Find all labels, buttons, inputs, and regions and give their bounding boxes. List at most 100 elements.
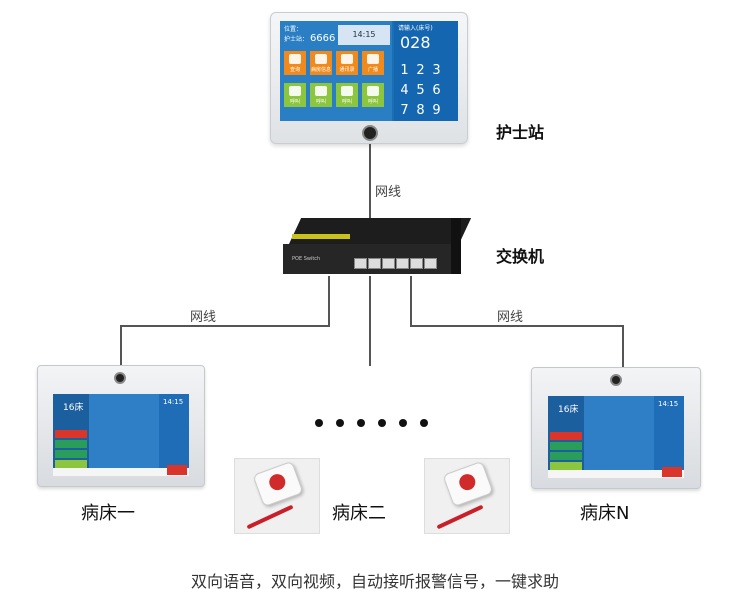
menu-item[interactable] — [550, 462, 582, 470]
phone-icon — [341, 54, 353, 64]
cable-label-top: 网线 — [375, 185, 402, 200]
cord-icon — [436, 504, 484, 530]
cable-left-horizontal — [120, 325, 330, 327]
menu-item[interactable] — [550, 452, 582, 460]
bed-screen-1: 16床 14:15 — [53, 394, 189, 476]
tile-label: 查询 — [289, 67, 300, 73]
tile-label: 呼叫 — [315, 99, 326, 105]
key-1[interactable]: 1 — [400, 63, 409, 78]
switch-port — [368, 258, 381, 269]
bed-screen-side: 14:15 — [654, 396, 684, 478]
key-2[interactable]: 2 — [416, 63, 425, 78]
tile-query[interactable]: 查询 — [284, 51, 306, 75]
cable-label-left: 网线 — [190, 310, 217, 325]
envelope-icon — [315, 54, 327, 64]
cable-right-bed — [622, 325, 624, 367]
bed-label-1: 病床一 — [81, 503, 135, 524]
menu-item[interactable] — [55, 430, 87, 438]
ellipsis-dot — [420, 419, 428, 427]
call-button[interactable] — [662, 467, 682, 477]
tile-label: 呼叫 — [341, 99, 352, 105]
cable-station-switch — [369, 144, 371, 220]
switch-side — [451, 218, 461, 274]
tile-call-1[interactable]: 呼叫 — [284, 83, 306, 107]
nurse-station-screen: 位置： 护士站： 6666 14:15 查询 病房信息 通讯录 广播 呼叫 呼叫… — [280, 21, 458, 121]
switch-label: 交换机 — [496, 247, 545, 266]
nurse-icon — [341, 86, 353, 96]
cable-left-bed — [120, 325, 122, 367]
key-5[interactable]: 5 — [416, 83, 425, 98]
alarm-button-icon — [457, 471, 478, 493]
network-switch — [283, 244, 451, 274]
key-3[interactable]: 3 — [432, 63, 441, 78]
bed-screen-n: 16床 14:15 — [548, 396, 684, 478]
info-line-1: 位置： — [284, 26, 303, 33]
bed-screen-footer — [548, 470, 684, 478]
call-button-device-2 — [424, 458, 510, 534]
cable-switch-left-down — [328, 276, 330, 326]
footer-caption: 双向语音，双向视频，自动接听报警信号，一键求助 — [190, 572, 559, 591]
switch-port — [382, 258, 395, 269]
key-4[interactable]: 4 — [400, 83, 409, 98]
tile-contacts[interactable]: 通讯录 — [336, 51, 358, 75]
nurse-station-label: 护士站 — [496, 123, 545, 142]
bed-label-2: 病床二 — [332, 503, 386, 524]
tile-label: 通讯录 — [339, 67, 355, 73]
switch-stripe — [292, 234, 350, 239]
bed-label-n: 病床N — [580, 503, 630, 524]
mail-icon — [289, 54, 301, 64]
menu-item[interactable] — [55, 460, 87, 468]
switch-port — [410, 258, 423, 269]
nurse-station-clock: 14:15 — [338, 25, 390, 45]
menu-item[interactable] — [550, 442, 582, 450]
tile-broadcast[interactable]: 广播 — [362, 51, 384, 75]
key-7[interactable]: 7 — [400, 103, 409, 118]
nurse-icon — [367, 86, 379, 96]
ellipsis-dot — [315, 419, 323, 427]
bed-clock: 14:15 — [658, 400, 679, 408]
bed-terminal-n: 16床 14:15 — [531, 367, 701, 489]
ellipsis-dot — [378, 419, 386, 427]
key-6[interactable]: 6 — [432, 83, 441, 98]
key-8[interactable]: 8 — [416, 103, 425, 118]
nurse-icon — [289, 86, 301, 96]
ellipsis-dot — [399, 419, 407, 427]
switch-top — [289, 218, 472, 244]
tile-call-3[interactable]: 呼叫 — [336, 83, 358, 107]
bed-screen-menu: 16床 — [53, 394, 89, 476]
call-button-body[interactable] — [252, 460, 304, 508]
tile-label: 病房信息 — [310, 67, 331, 73]
key-9[interactable]: 9 — [432, 103, 441, 118]
ellipsis-dot — [357, 419, 365, 427]
cable-switch-center — [369, 276, 371, 366]
nurse-station-info: 位置： 护士站： 6666 — [284, 25, 335, 44]
camera-icon — [610, 374, 622, 386]
bed-number: 16床 — [63, 403, 84, 413]
menu-item[interactable] — [550, 432, 582, 440]
bed-number-display: 028 — [400, 33, 431, 52]
cable-label-right: 网线 — [497, 310, 524, 325]
bed-number: 16床 — [558, 405, 579, 415]
menu-item[interactable] — [55, 450, 87, 458]
call-button[interactable] — [167, 465, 187, 475]
alarm-button-icon — [267, 471, 288, 493]
switch-port — [354, 258, 367, 269]
nurse-station-keypad: 请输入(床号) 028 1 2 3 4 5 6 7 8 9 — [394, 21, 458, 121]
tile-ward-info[interactable]: 病房信息 — [310, 51, 332, 75]
tile-call-4[interactable]: 呼叫 — [362, 83, 384, 107]
menu-item[interactable] — [55, 440, 87, 448]
switch-port — [424, 258, 437, 269]
tile-label: 呼叫 — [367, 99, 378, 105]
tile-call-2[interactable]: 呼叫 — [310, 83, 332, 107]
switch-port — [396, 258, 409, 269]
call-button-body[interactable] — [442, 460, 494, 508]
bed-terminal-1: 16床 14:15 — [37, 365, 205, 487]
bed-screen-side: 14:15 — [159, 394, 189, 476]
info-line-2: 护士站： — [284, 36, 309, 43]
switch-brand: POE Switch — [292, 256, 321, 262]
nurse-icon — [315, 86, 327, 96]
nurse-station-left-panel: 位置： 护士站： 6666 14:15 查询 病房信息 通讯录 广播 呼叫 呼叫… — [280, 21, 392, 121]
tile-label: 呼叫 — [289, 99, 300, 105]
speaker-icon — [367, 54, 379, 64]
cord-icon — [246, 504, 294, 530]
